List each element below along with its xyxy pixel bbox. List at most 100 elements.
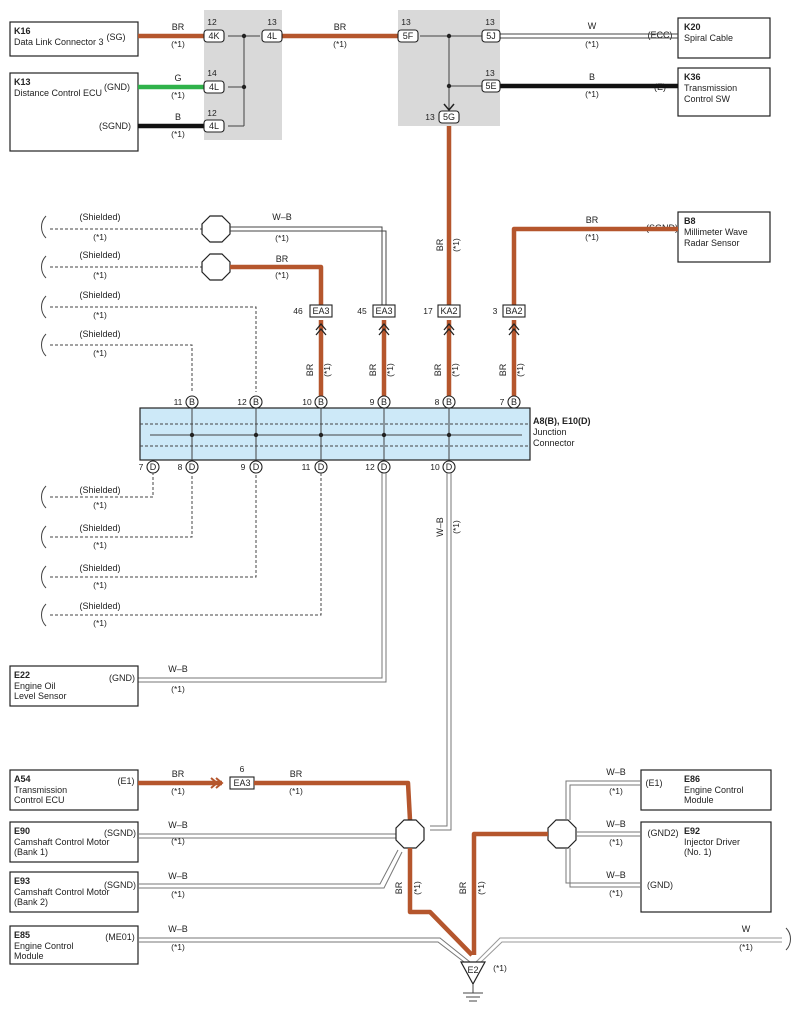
svg-text:BR: BR	[334, 22, 347, 32]
svg-text:W–B: W–B	[168, 871, 188, 881]
svg-text:4L: 4L	[267, 31, 277, 41]
svg-text:B: B	[511, 397, 517, 407]
svg-text:Data Link Connector 3: Data Link Connector 3	[14, 37, 104, 47]
svg-text:(*1): (*1)	[171, 129, 185, 139]
svg-text:(*1): (*1)	[171, 90, 185, 100]
pin-d-10: D10	[430, 460, 456, 474]
svg-text:D: D	[381, 462, 388, 472]
shielded-wire-6: (Shielded) (*1)	[41, 473, 193, 550]
svg-text:(*1): (*1)	[93, 232, 107, 242]
component-k20: K20 Spiral Cable (ECC)	[648, 17, 771, 59]
svg-text:(ME01): (ME01)	[105, 932, 135, 942]
svg-text:(*1): (*1)	[275, 233, 289, 243]
svg-text:K13: K13	[14, 77, 31, 87]
connector-ea3-46: EA3 46	[293, 304, 333, 318]
svg-text:4K: 4K	[208, 31, 219, 41]
svg-text:(GND): (GND)	[104, 82, 130, 92]
svg-text:9: 9	[241, 462, 246, 472]
svg-text:(Shielded): (Shielded)	[79, 329, 120, 339]
svg-text:8: 8	[435, 397, 440, 407]
svg-text:(Shielded): (Shielded)	[79, 212, 120, 222]
svg-text:BR: BR	[394, 881, 404, 894]
connector-4l-top: 4L 13	[261, 17, 283, 43]
pin-d-9: D9	[241, 460, 263, 474]
svg-text:EA3: EA3	[233, 778, 250, 788]
svg-text:W: W	[742, 924, 751, 934]
svg-text:(No. 1): (No. 1)	[684, 847, 712, 857]
connector-5j: 5J 13	[481, 17, 501, 43]
svg-text:E93: E93	[14, 876, 30, 886]
svg-text:BR: BR	[305, 363, 315, 376]
svg-text:Transmission: Transmission	[684, 83, 737, 93]
svg-text:(*1): (*1)	[93, 270, 107, 280]
component-b8: B8 Millimeter Wave Radar Sensor (SGND)	[646, 211, 771, 263]
svg-text:Radar Sensor: Radar Sensor	[684, 238, 740, 248]
svg-text:(Shielded): (Shielded)	[79, 290, 120, 300]
svg-text:KA2: KA2	[440, 306, 457, 316]
svg-text:(*1): (*1)	[515, 363, 525, 377]
svg-text:(*1): (*1)	[171, 684, 185, 694]
svg-text:Engine Control: Engine Control	[14, 941, 74, 951]
pin-b-8: B8	[435, 395, 456, 409]
connector-ea3-45: EA3 45	[357, 304, 396, 318]
svg-text:(*1): (*1)	[171, 786, 185, 796]
svg-text:B: B	[318, 397, 324, 407]
svg-text:(*1): (*1)	[493, 963, 507, 973]
svg-text:(GND): (GND)	[109, 673, 135, 683]
svg-text:(*1): (*1)	[609, 837, 623, 847]
svg-text:BR: BR	[498, 363, 508, 376]
svg-text:W–B: W–B	[272, 212, 292, 222]
svg-text:Level Sensor: Level Sensor	[14, 691, 67, 701]
svg-text:(*1): (*1)	[385, 363, 395, 377]
shielded-wire-5: (Shielded) (*1)	[41, 473, 154, 510]
component-k36: K36 Transmission Control SW (E)	[654, 67, 771, 117]
svg-text:(*1): (*1)	[93, 348, 107, 358]
svg-text:(Shielded): (Shielded)	[79, 563, 120, 573]
shielded-wire-7: (Shielded) (*1)	[41, 473, 257, 590]
svg-text:(SGND): (SGND)	[104, 880, 136, 890]
svg-text:(Shielded): (Shielded)	[79, 523, 120, 533]
svg-text:12: 12	[207, 17, 217, 27]
svg-text:B: B	[589, 72, 595, 82]
svg-text:E22: E22	[14, 670, 30, 680]
svg-text:(*1): (*1)	[451, 238, 461, 252]
svg-text:D: D	[318, 462, 325, 472]
svg-text:Camshaft Control Motor: Camshaft Control Motor	[14, 837, 110, 847]
svg-text:13: 13	[485, 17, 495, 27]
svg-text:BR: BR	[368, 363, 378, 376]
svg-text:(*1): (*1)	[609, 888, 623, 898]
svg-text:(*1): (*1)	[450, 363, 460, 377]
svg-text:13: 13	[267, 17, 277, 27]
svg-text:W–B: W–B	[606, 767, 626, 777]
svg-text:13: 13	[485, 68, 495, 78]
svg-text:W: W	[588, 21, 597, 31]
svg-text:(*1): (*1)	[93, 618, 107, 628]
svg-text:(*1): (*1)	[275, 270, 289, 280]
connector-ka2: KA2 17	[423, 304, 461, 318]
svg-text:K36: K36	[684, 72, 701, 82]
svg-text:D: D	[446, 462, 453, 472]
svg-text:EA3: EA3	[312, 306, 329, 316]
svg-text:13: 13	[401, 17, 411, 27]
svg-text:Module: Module	[14, 951, 44, 961]
svg-text:(E1): (E1)	[645, 778, 662, 788]
svg-text:(GND2): (GND2)	[648, 828, 679, 838]
svg-text:(*1): (*1)	[476, 881, 486, 895]
splice-bottom-left	[395, 819, 425, 849]
svg-text:17: 17	[423, 306, 433, 316]
svg-text:BR: BR	[172, 769, 185, 779]
svg-text:6: 6	[240, 764, 245, 774]
connector-ea3-6: EA3 6	[229, 764, 255, 790]
splice-top-2	[201, 253, 231, 281]
svg-text:Injector Driver: Injector Driver	[684, 837, 740, 847]
svg-text:10: 10	[302, 397, 312, 407]
connector-ba2: BA2 3	[493, 304, 526, 318]
svg-text:(*1): (*1)	[412, 881, 422, 895]
svg-text:(*1): (*1)	[585, 232, 599, 242]
connector-4k: 4K 12	[203, 17, 225, 43]
svg-text:A8(B), E10(D): A8(B), E10(D)	[533, 416, 591, 426]
svg-text:E86: E86	[684, 774, 700, 784]
svg-text:5J: 5J	[486, 31, 496, 41]
connector-4l-bot: 4L 12	[203, 108, 225, 133]
svg-text:Distance Control ECU: Distance Control ECU	[14, 88, 102, 98]
